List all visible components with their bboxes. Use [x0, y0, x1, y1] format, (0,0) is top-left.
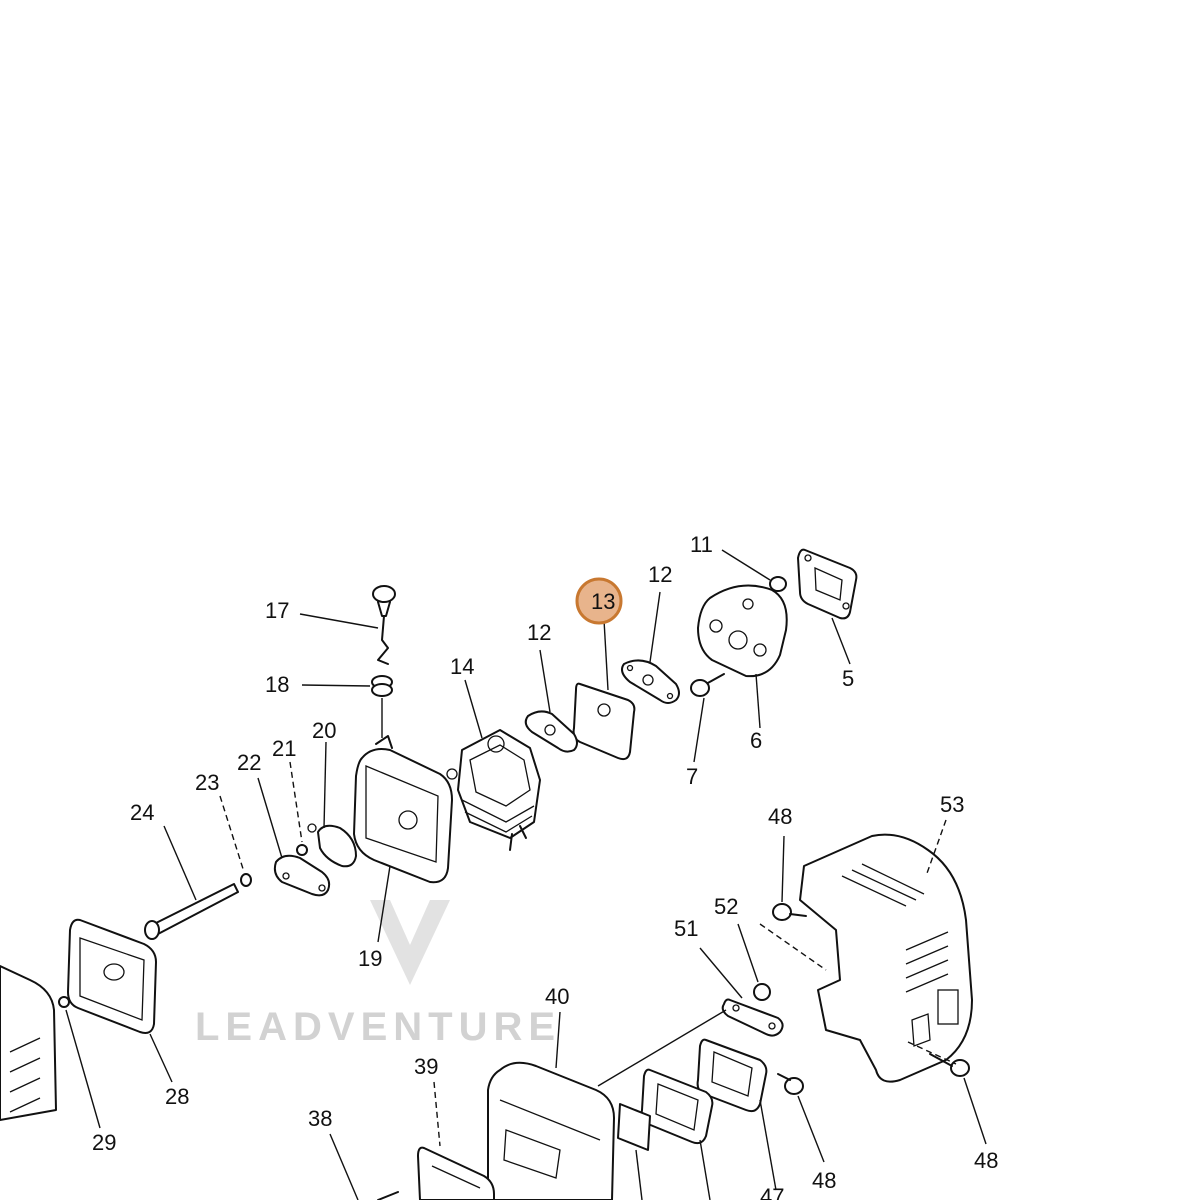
callout-24: 24: [130, 800, 154, 825]
part-28-air-filter[interactable]: [67, 918, 157, 1034]
part-47-plate[interactable]: [640, 1038, 768, 1145]
part-17-choke-knob[interactable]: [372, 585, 396, 665]
part-39-gasket[interactable]: [417, 1146, 495, 1200]
callout-28: 28: [165, 1084, 189, 1109]
part-23-washer[interactable]: [240, 873, 252, 887]
part-22-bracket[interactable]: [273, 854, 331, 897]
callout-19: 19: [358, 946, 382, 971]
part-6-insulator[interactable]: [697, 584, 788, 678]
part-21-nut[interactable]: [296, 844, 308, 856]
callout-38: 38: [308, 1106, 332, 1131]
part-13-gasket[interactable]: [572, 682, 636, 761]
part-24-bolt[interactable]: [144, 883, 239, 940]
leadventure-watermark: LEADVENTURE: [195, 900, 561, 1049]
callout-5: 5: [842, 666, 854, 691]
part-40-muffler[interactable]: [487, 1061, 651, 1200]
callout-39: 39: [414, 1054, 438, 1079]
callout-17: 17: [265, 598, 289, 623]
callout-12-left: 12: [527, 620, 551, 645]
part-18-grommet[interactable]: [371, 675, 393, 697]
callout-22: 22: [237, 750, 261, 775]
part-51-plate[interactable]: [721, 998, 784, 1037]
callout-11: 11: [690, 532, 713, 557]
part-48-bolt-lower[interactable]: [777, 1073, 804, 1095]
callout-40: 40: [545, 984, 569, 1009]
part-48-bolt-upper[interactable]: [772, 903, 807, 921]
callout-29: 29: [92, 1130, 116, 1155]
part-20-gasket[interactable]: [307, 823, 357, 868]
part-29-cover[interactable]: [0, 965, 70, 1121]
part-14-carburetor[interactable]: [446, 729, 541, 851]
watermark-text: LEADVENTURE: [195, 1005, 561, 1049]
part-5-gasket[interactable]: [797, 548, 858, 620]
part-11-nut[interactable]: [769, 576, 787, 592]
callout-20: 20: [312, 718, 336, 743]
part-19-air-cleaner-case[interactable]: [353, 735, 453, 884]
part-12-gasket-right[interactable]: [621, 659, 680, 704]
part-12-gasket-left[interactable]: [524, 710, 578, 753]
callout-21: 21: [272, 736, 296, 761]
callout-18: 18: [265, 672, 289, 697]
callout-48-right: 48: [974, 1148, 998, 1173]
callout-7: 7: [686, 764, 698, 789]
highlight-circle: [575, 577, 623, 625]
callout-53: 53: [940, 792, 964, 817]
callout-12-right: 12: [648, 562, 672, 587]
part-7-bolt[interactable]: [690, 673, 725, 697]
callout-14: 14: [450, 654, 474, 679]
callout-6: 6: [750, 728, 762, 753]
part-53-shroud[interactable]: [799, 833, 973, 1083]
callout-23: 23: [195, 770, 219, 795]
part-52-collar[interactable]: [753, 983, 771, 1001]
callout-52: 52: [714, 894, 738, 919]
callout-47: 47: [760, 1184, 784, 1200]
callout-13: 13: [591, 589, 615, 614]
callout-51: 51: [674, 916, 698, 941]
part-38-bolt[interactable]: [377, 1191, 399, 1200]
callout-labels: 11 12 12 13 5 6 7 14 17 18 19 20 21 22 2…: [92, 532, 998, 1200]
callout-48-lower: 48: [812, 1168, 836, 1193]
callout-48-upper: 48: [768, 804, 792, 829]
